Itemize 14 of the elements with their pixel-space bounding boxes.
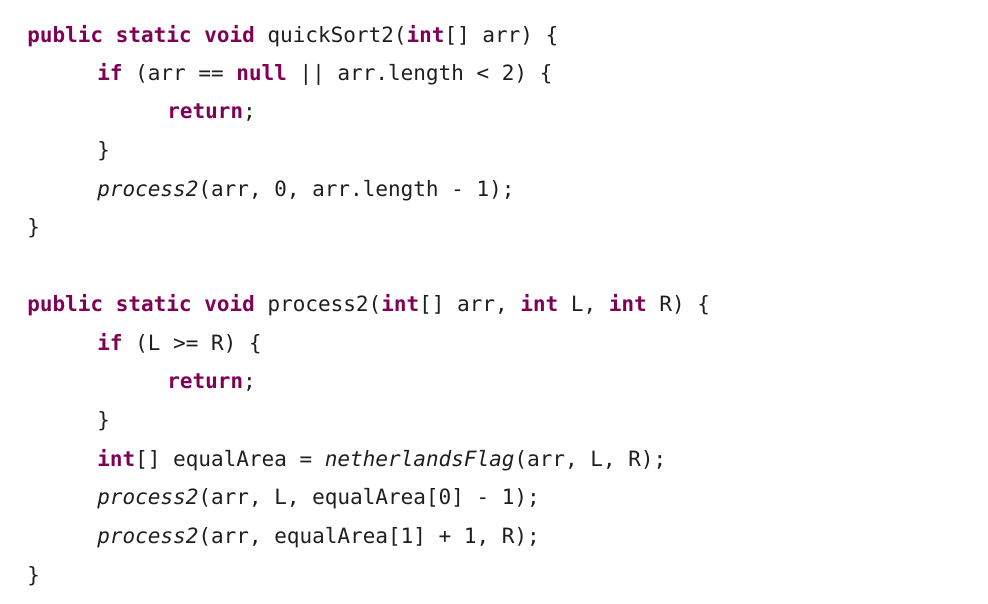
code-line: return; xyxy=(170,373,251,391)
code-line: process2(arr, 0, arr.length - 1); xyxy=(97,180,510,200)
code-line: process2(arr, L, equalArea[0] - 1); xyxy=(97,488,535,508)
code-line: } xyxy=(29,566,38,586)
code-line: if (L >= R) { xyxy=(98,332,260,354)
code-line: return; xyxy=(170,103,251,121)
code-line: } xyxy=(99,411,108,430)
code-line: } xyxy=(29,218,38,238)
code-line: process2(arr, equalArea[1] + 1, R); xyxy=(97,526,535,548)
code-line: public static void process2(int[] arr, int L, int R) { xyxy=(28,294,708,316)
code-line: } xyxy=(99,141,108,160)
code-line: int[] equalArea = netherlandsFlag(arr, L, R); xyxy=(98,448,662,470)
code-line: if (arr == null || arr.length < 2) { xyxy=(98,62,550,85)
code-line: public static void quickSort2(int[] arr) { xyxy=(28,24,556,46)
